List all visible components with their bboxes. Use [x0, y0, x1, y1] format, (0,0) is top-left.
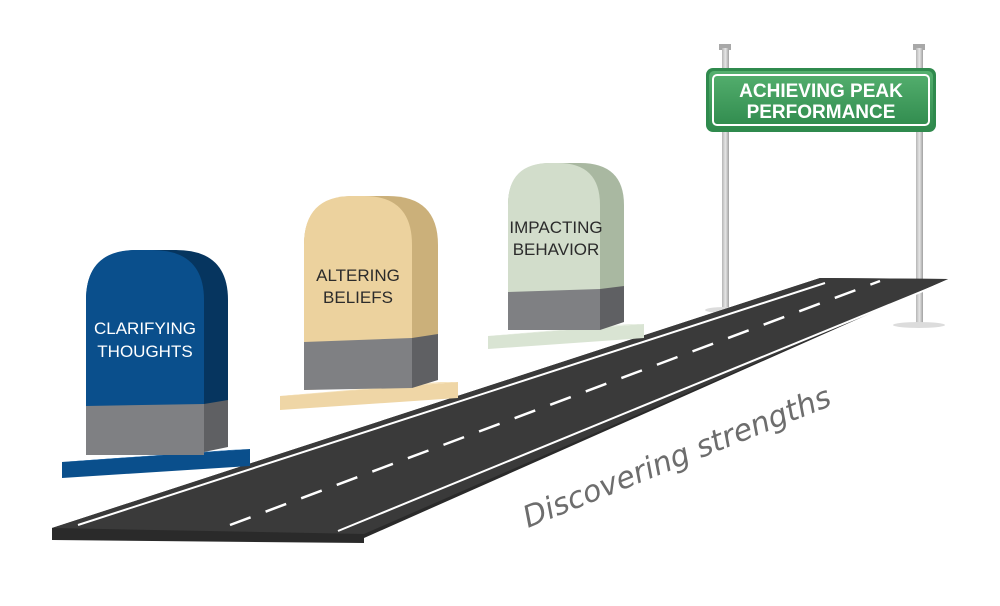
milestone-label-line2: THOUGHTS: [97, 342, 192, 361]
milestone-altering-beliefs: ALTERING BELIEFS: [280, 196, 458, 410]
milestone-label-line1: IMPACTING: [509, 218, 602, 237]
sign-label-line2: PERFORMANCE: [747, 102, 896, 123]
milestone-label-line1: ALTERING: [316, 266, 400, 285]
milestone-body: [86, 250, 204, 455]
milestone-base: [488, 324, 644, 349]
road: [52, 278, 948, 543]
milestone-body: [508, 163, 600, 330]
milestone-base: [280, 382, 458, 410]
milestone-base: [62, 449, 250, 478]
milestone-label-line2: BELIEFS: [323, 288, 393, 307]
milestone-impacting-behavior: IMPACTING BEHAVIOR: [488, 163, 644, 349]
milestone-clarifying-thoughts: CLARIFYING THOUGHTS: [62, 250, 250, 478]
performance-sign: ACHIEVING PEAK PERFORMANCE: [706, 68, 936, 132]
milestone-label-line1: CLARIFYING: [94, 319, 196, 338]
milestone-label-line2: BEHAVIOR: [513, 240, 600, 259]
sign-label-line1: ACHIEVING PEAK: [739, 81, 903, 102]
